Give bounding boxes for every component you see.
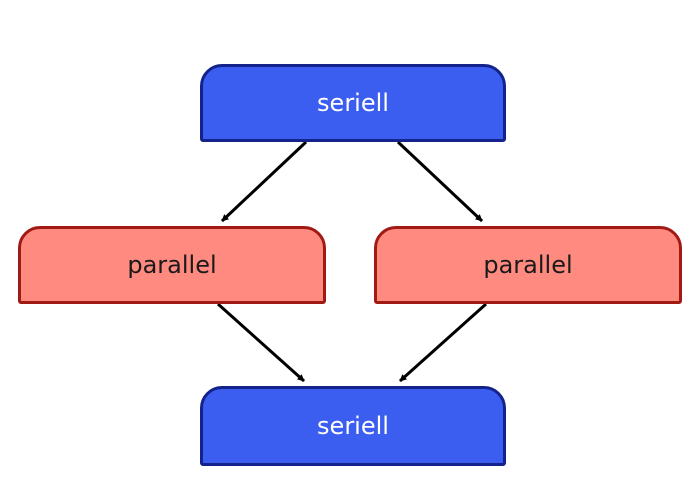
serial-node-top: seriell xyxy=(200,64,506,142)
serial-node-bottom-label: seriell xyxy=(317,412,389,440)
arrow-left-to-bottom xyxy=(216,302,306,383)
parallel-node-right-label: parallel xyxy=(483,251,573,279)
serial-node-bottom: seriell xyxy=(200,386,506,466)
parallel-node-right: parallel xyxy=(374,226,682,304)
arrow-top-to-left xyxy=(220,140,308,223)
arrow-right-to-bottom xyxy=(398,302,488,383)
parallel-node-left-label: parallel xyxy=(127,251,217,279)
arrow-top-to-right xyxy=(396,140,484,223)
parallel-node-left: parallel xyxy=(18,226,326,304)
serial-node-top-label: seriell xyxy=(317,89,389,117)
